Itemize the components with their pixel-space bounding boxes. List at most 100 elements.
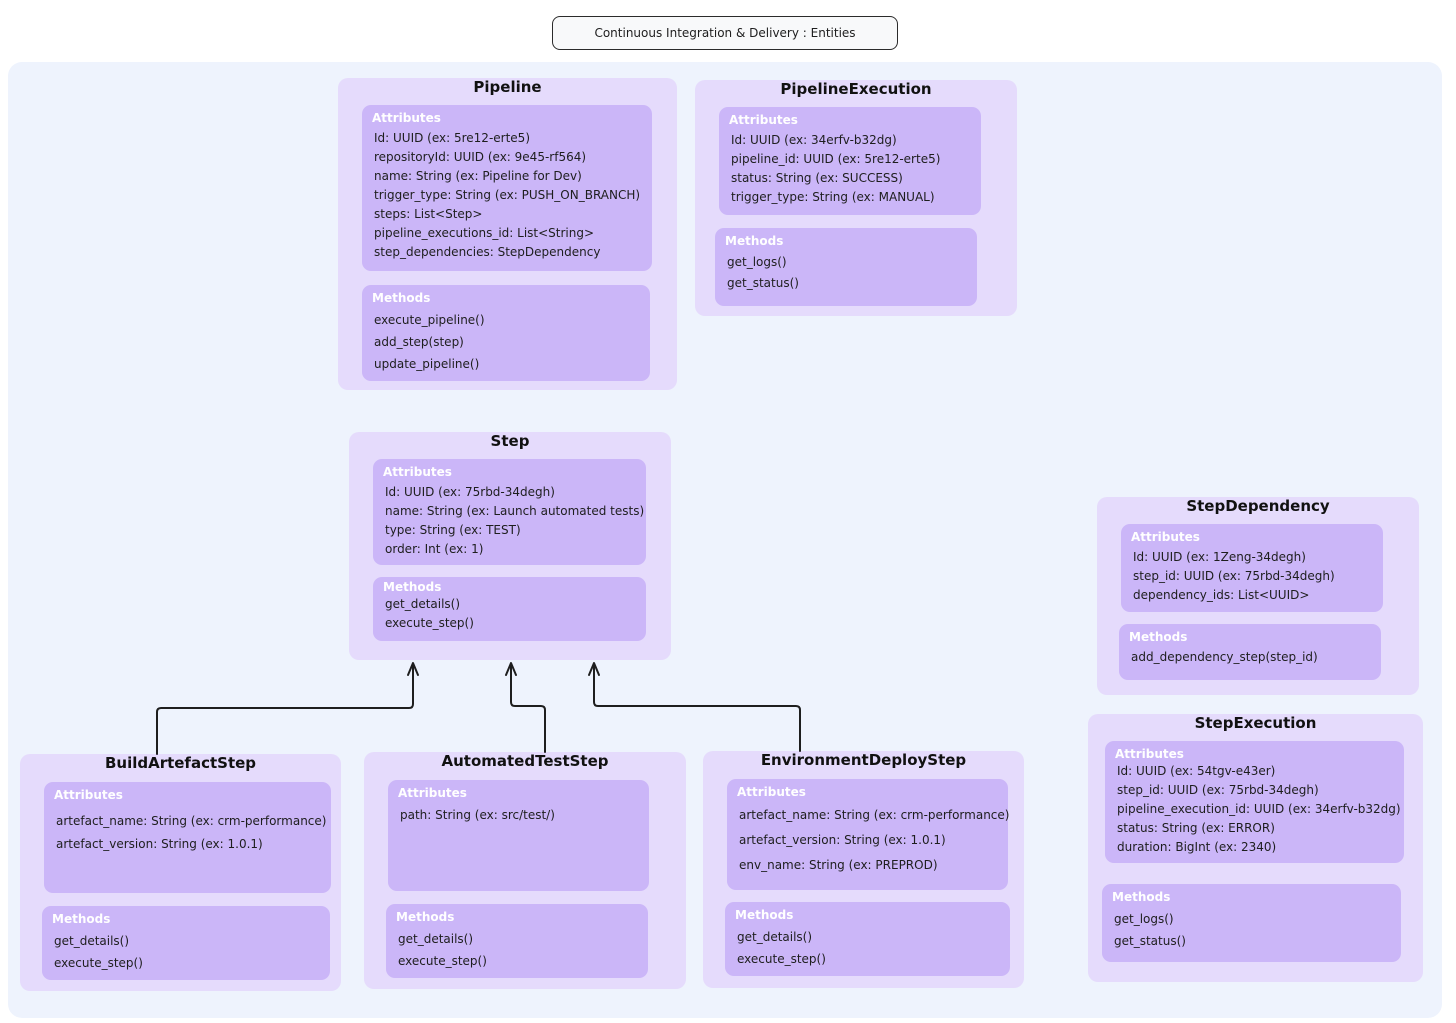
entity-pipeline: Pipeline Attributes Id: UUID (ex: 5re12-… <box>338 78 677 390</box>
method-line: get_details() <box>398 932 474 946</box>
entity-name: EnvironmentDeployStep <box>760 751 967 769</box>
attribute-line: steps: List<Step> <box>374 207 483 221</box>
entity-step: Step Attributes Id: UUID (ex: 75rbd-34de… <box>349 432 671 660</box>
attribute-line: status: String (ex: SUCCESS) <box>731 171 903 185</box>
attribute-line: step_id: UUID (ex: 75rbd-34degh) <box>1117 783 1319 797</box>
attribute-line: name: String (ex: Pipeline for Dev) <box>374 169 582 183</box>
attribute-line: path: String (ex: src/test/) <box>400 808 555 822</box>
method-line: execute_step() <box>385 616 474 630</box>
attributes-section: Attributes Id: UUID (ex: 54tgv-e43er) st… <box>1105 741 1404 863</box>
attribute-line: env_name: String (ex: PREPROD) <box>739 858 938 872</box>
method-line: get_details() <box>54 934 130 948</box>
method-line: add_dependency_step(step_id) <box>1131 650 1318 664</box>
entity-name: StepExecution <box>1194 714 1317 732</box>
method-line: execute_step() <box>398 954 487 968</box>
attribute-line: status: String (ex: ERROR) <box>1117 821 1275 835</box>
attribute-line: artefact_version: String (ex: 1.0.1) <box>739 833 946 847</box>
method-line: get_status() <box>727 276 799 290</box>
methods-label: Methods <box>1112 890 1171 904</box>
entity-automated-test-step: AutomatedTestStep Attributes path: Strin… <box>364 752 686 989</box>
attributes-label: Attributes <box>383 465 452 479</box>
arrowhead-test-to-step <box>505 662 517 676</box>
attribute-line: Id: UUID (ex: 5re12-erte5) <box>374 131 530 145</box>
method-line: get_logs() <box>727 255 787 269</box>
diagram-title: Continuous Integration & Delivery : Enti… <box>552 16 898 50</box>
methods-label: Methods <box>725 234 784 248</box>
method-line: update_pipeline() <box>374 357 480 371</box>
attributes-label: Attributes <box>1131 530 1200 544</box>
attribute-line: artefact_name: String (ex: crm-performan… <box>56 814 327 828</box>
methods-section: Methods get_details() execute_step() <box>373 577 646 641</box>
entity-name: Pipeline <box>473 78 542 96</box>
methods-label: Methods <box>1129 630 1188 644</box>
method-line: add_step(step) <box>374 335 464 349</box>
diagram-title-text: Continuous Integration & Delivery : Enti… <box>594 26 856 40</box>
arrowhead-deploy-to-step <box>588 662 600 676</box>
arrow-test-to-step <box>510 663 546 753</box>
arrow-deploy-to-step <box>593 663 801 752</box>
entity-step-dependency: StepDependency Attributes Id: UUID (ex: … <box>1097 497 1419 695</box>
methods-section: Methods get_details() execute_step() <box>386 904 648 978</box>
methods-section: Methods execute_pipeline() add_step(step… <box>362 285 650 381</box>
attribute-line: trigger_type: String (ex: PUSH_ON_BRANCH… <box>374 188 641 202</box>
methods-section: Methods get_logs() get_status() <box>1102 884 1401 962</box>
attributes-section: Attributes path: String (ex: src/test/) <box>388 780 649 891</box>
method-line: execute_step() <box>54 956 143 970</box>
attribute-line: repositoryId: UUID (ex: 9e45-rf564) <box>374 150 587 164</box>
attribute-line: trigger_type: String (ex: MANUAL) <box>731 190 935 204</box>
attribute-line: step_dependencies: StepDependency <box>374 245 601 259</box>
method-line: get_status() <box>1114 934 1186 948</box>
attributes-section: Attributes Id: UUID (ex: 1Zeng-34degh) s… <box>1121 524 1383 612</box>
attributes-label: Attributes <box>729 113 798 127</box>
attribute-line: pipeline_executions_id: List<String> <box>374 226 595 240</box>
methods-label: Methods <box>396 910 455 924</box>
attribute-line: Id: UUID (ex: 54tgv-e43er) <box>1117 764 1276 778</box>
attribute-line: order: Int (ex: 1) <box>385 542 484 556</box>
method-line: get_details() <box>385 597 461 611</box>
method-line: get_logs() <box>1114 912 1174 926</box>
attributes-section: Attributes Id: UUID (ex: 34erfv-b32dg) p… <box>719 107 981 215</box>
method-line: execute_step() <box>737 952 826 966</box>
attribute-line: Id: UUID (ex: 75rbd-34degh) <box>385 485 555 499</box>
methods-section: Methods get_logs() get_status() <box>715 228 977 306</box>
attribute-line: Id: UUID (ex: 1Zeng-34degh) <box>1133 550 1306 564</box>
attribute-line: pipeline_id: UUID (ex: 5re12-erte5) <box>731 152 941 166</box>
attributes-section: Attributes artefact_name: String (ex: cr… <box>727 779 1010 890</box>
attribute-line: Id: UUID (ex: 34erfv-b32dg) <box>731 133 897 147</box>
entity-name: PipelineExecution <box>780 80 932 98</box>
attributes-section: Attributes Id: UUID (ex: 75rbd-34degh) n… <box>373 459 646 565</box>
attribute-line: duration: BigInt (ex: 2340) <box>1117 840 1277 854</box>
method-line: get_details() <box>737 930 813 944</box>
methods-label: Methods <box>52 912 111 926</box>
entity-pipeline-execution: PipelineExecution Attributes Id: UUID (e… <box>695 80 1017 316</box>
attribute-line: type: String (ex: TEST) <box>385 523 521 537</box>
methods-section: Methods add_dependency_step(step_id) <box>1119 624 1381 680</box>
attribute-line: artefact_version: String (ex: 1.0.1) <box>56 837 263 851</box>
entity-name: StepDependency <box>1186 497 1330 515</box>
entity-name: Step <box>490 432 530 450</box>
attribute-line: step_id: UUID (ex: 75rbd-34degh) <box>1133 569 1335 583</box>
methods-label: Methods <box>383 580 442 594</box>
attribute-line: pipeline_execution_id: UUID (ex: 34erfv-… <box>1117 802 1401 816</box>
attribute-line: dependency_ids: List<UUID> <box>1133 588 1310 602</box>
arrowhead-build-to-step <box>407 662 419 676</box>
methods-section: Methods get_details() execute_step() <box>42 906 330 980</box>
attributes-label: Attributes <box>737 785 806 799</box>
attributes-label: Attributes <box>54 788 123 802</box>
methods-section: Methods get_details() execute_step() <box>725 902 1010 976</box>
methods-label: Methods <box>735 908 794 922</box>
attributes-label: Attributes <box>1115 747 1184 761</box>
entity-step-execution: StepExecution Attributes Id: UUID (ex: 5… <box>1088 714 1423 982</box>
attribute-line: name: String (ex: Launch automated tests… <box>385 504 645 518</box>
entity-name: BuildArtefactStep <box>104 754 257 772</box>
method-line: execute_pipeline() <box>374 313 485 327</box>
attributes-label: Attributes <box>372 111 441 125</box>
entity-environment-deploy-step: EnvironmentDeployStep Attributes artefac… <box>703 751 1024 988</box>
attributes-section: Attributes Id: UUID (ex: 5re12-erte5) re… <box>362 105 652 271</box>
entity-name: AutomatedTestStep <box>441 752 609 770</box>
methods-label: Methods <box>372 291 431 305</box>
attributes-section: Attributes artefact_name: String (ex: cr… <box>44 782 331 893</box>
entity-build-artefact-step: BuildArtefactStep Attributes artefact_na… <box>20 754 341 991</box>
attribute-line: artefact_name: String (ex: crm-performan… <box>739 808 1010 822</box>
